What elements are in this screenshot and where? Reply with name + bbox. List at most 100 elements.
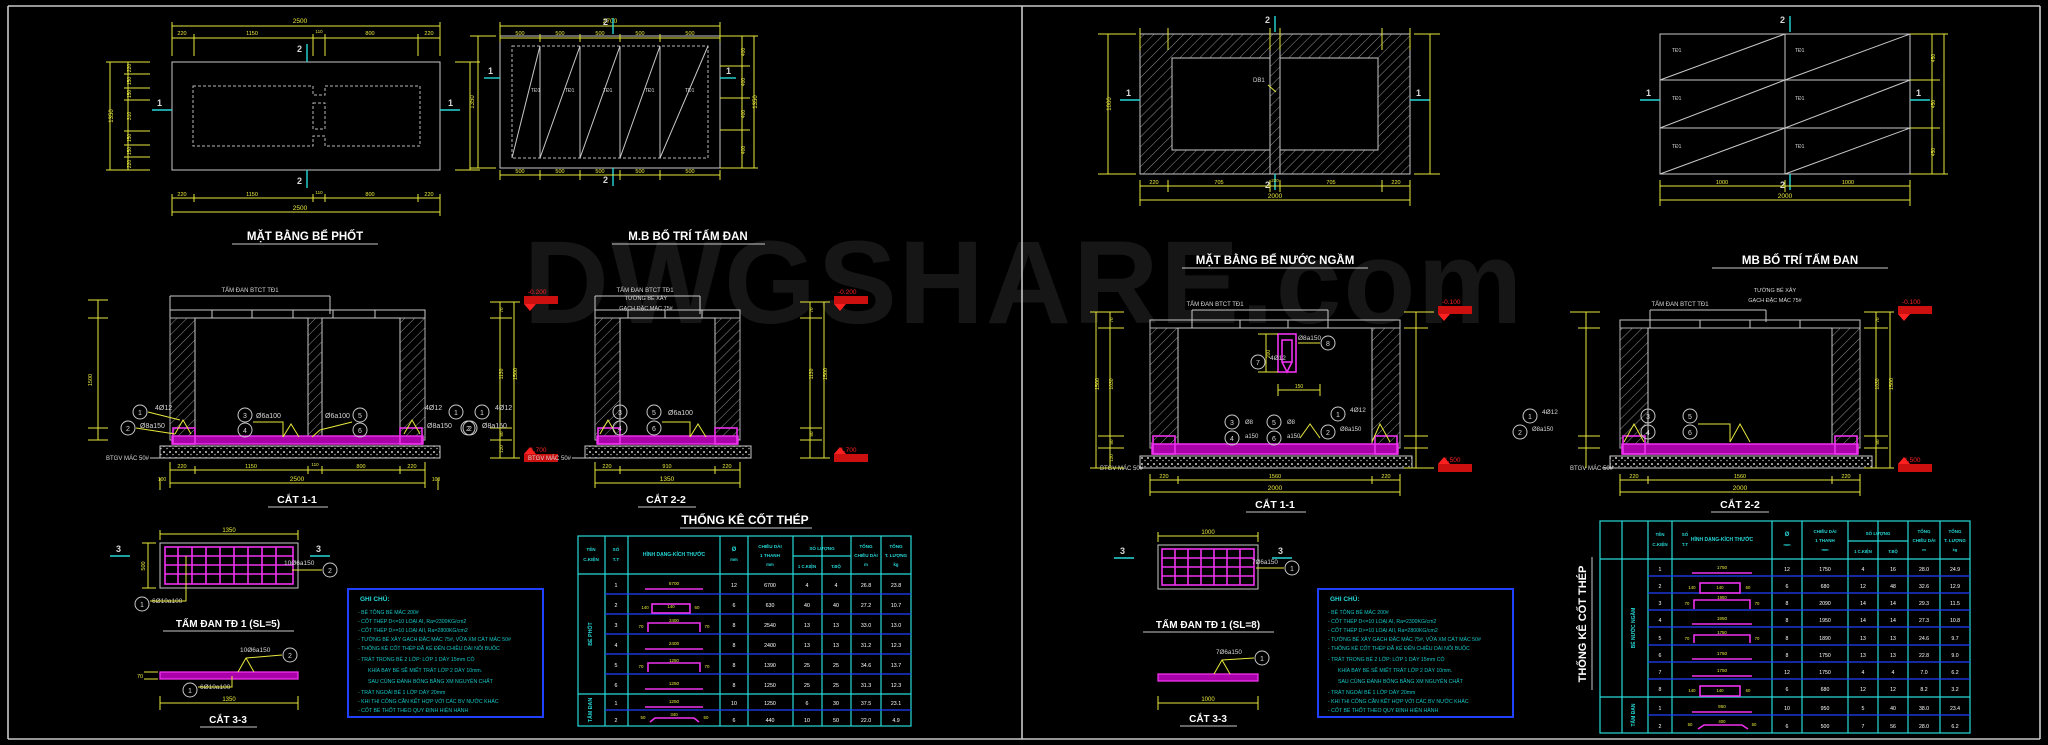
rebar-callout-group-mid[interactable]: 3 4 Ø6a100 [237, 407, 300, 438]
rebar-callouts-bottom-right-sec11[interactable]: 3 4 Ø8 a150 5 6 Ø8 a150 [1224, 414, 1321, 446]
slab-callout-1[interactable]: 1 6Ø10a100 [134, 556, 187, 612]
cell: 31.3 [861, 683, 871, 689]
cell: 2400 [764, 643, 776, 649]
shape-dim: 1250 [669, 681, 680, 686]
shape-dim: 340 [670, 712, 678, 717]
sec33-callout-2[interactable]: 2 10Ø6a150 [237, 647, 298, 673]
callout-text: 4Ø12 [425, 405, 442, 412]
section-marker-2-top[interactable]: 2 [1780, 15, 1791, 32]
section-marker-1-right[interactable]: 1 [720, 66, 736, 79]
rebar-callout-group-left[interactable]: 1 4Ø12 2 Ø8a150 [120, 404, 192, 436]
cell: 5 [615, 663, 618, 669]
dim: 80 [1109, 439, 1114, 445]
dim: 150 [127, 147, 133, 156]
view-title-slab-layout-right: MB BỐ TRÍ TẤM ĐAN [1742, 253, 1858, 267]
section-marker-3-right[interactable]: 3 [310, 544, 330, 557]
cell: 2 [1659, 724, 1662, 730]
rebar-table-right[interactable]: THỐNG KÊ CỐT THÉP TÊN C.KIỆN S [1575, 520, 1971, 734]
section-marker-1-right[interactable]: 1 [1910, 88, 1930, 101]
view-section-2-2-left[interactable]: TẤM ĐAN BTCT TĐ1 TƯỜNG BỂ XÂY GẠCH ĐẶC M… [462, 287, 868, 508]
section-marker-2-bottom[interactable]: 2 [1780, 174, 1791, 190]
section-marker-1-left[interactable]: 1 [1640, 88, 1660, 101]
note-item: KHÍA BAY BỂ SẼ MIẾT TRÁT LỚP 2 DÀY 10mm. [1338, 667, 1452, 674]
section-marker-3-left[interactable]: 3 [110, 544, 130, 557]
th-totlen3: m [864, 562, 868, 567]
note-item: - CỐT THÉP D<=10 LOẠI AI, Ra=2300KG/cm2 [1328, 618, 1436, 625]
section-marker-2-top[interactable]: 2 [1265, 15, 1276, 32]
section-marker-1-right[interactable]: 1 [1410, 88, 1430, 101]
dim-total: 1500 [823, 368, 829, 380]
view-plan-septic[interactable]: 2500 220 1150 110 800 220 1350 220 150 1… [106, 18, 480, 245]
th-qty1: 1 C.KIỆN [1854, 549, 1872, 554]
view-section-1-1-right[interactable]: TẤM ĐAN BTCT TĐ1 [1090, 299, 1472, 513]
section-marker-2-top[interactable]: 2 [297, 44, 308, 62]
callout-tag: 1 [188, 688, 192, 695]
dim: 800 [356, 464, 365, 470]
section-marker-2-bottom[interactable]: 2 [603, 168, 614, 186]
th-no: SỐ [1682, 531, 1689, 537]
view-section-3-3-right[interactable]: 1000 1 7Ø6a150 CẮT 3-3 [1157, 649, 1270, 727]
dim: 220 [1149, 180, 1158, 186]
rebar-callout-group-left[interactable]: 1 4Ø12 2 Ø8a150 [462, 404, 617, 436]
notes-box-left[interactable]: GHI CHÚ: - BÊ TÔNG BỂ MÁC 200# - CỐT THÉ… [347, 588, 544, 718]
view-title-section-3-3-right: CẮT 3-3 [1189, 712, 1227, 725]
cell: 8 [1786, 618, 1789, 624]
view-plan-slab-layout[interactable]: TĐ1 TĐ1 TĐ1 TĐ1 TĐ1 2700 500 500 500 500… [470, 17, 765, 245]
cell: 13 [1890, 636, 1896, 642]
cell: 24.9 [1950, 567, 1960, 573]
section-marker-2-bottom[interactable]: 2 [297, 170, 308, 188]
cell: 40 [804, 603, 810, 609]
notes-box-right[interactable]: GHI CHÚ: - BÊ TÔNG BỂ MÁC 200# - CỐT THÉ… [1317, 588, 1514, 718]
dim: 110 [311, 462, 319, 467]
view-section-2-2-right[interactable]: TẤM ĐAN BTCT TĐ1 TƯỜNG BỂ XÂY GẠCH ĐẶC M… [1512, 287, 1932, 513]
view-slab-td1-right[interactable]: 1000 3 3 1 7Ø6a150 TẤM ĐAN TĐ 1 (SL=8) [1114, 530, 1300, 633]
dim: 110 [315, 190, 323, 195]
cell: 5 [1659, 636, 1662, 642]
shape-dim: 50 [641, 715, 646, 720]
rebar-callout-7[interactable]: 7 4Ø12 [1250, 354, 1286, 370]
rebar-callouts-mid-sec22-right[interactable]: 3 4 5 6 [1640, 408, 1751, 443]
cell: 6.2 [1951, 724, 1958, 730]
note-item: SAU CÙNG ĐÁNH BÓNG BẰNG XM NGUYÊN CHẤT [368, 677, 494, 685]
section-marker-1-left[interactable]: 1 [1120, 88, 1140, 101]
view-plan-water-tank[interactable]: DB1 1 1 2 2 [1098, 15, 1440, 269]
cell: 8.2 [1920, 687, 1927, 693]
section-marker-3-left[interactable]: 3 [1114, 546, 1134, 559]
section-marker-2-bottom[interactable]: 2 [1265, 174, 1276, 190]
callout-text: 4Ø12 [155, 405, 172, 412]
view-title-slab-td1-right: TẤM ĐAN TĐ 1 (SL=8) [1156, 618, 1260, 631]
rebar-callouts-left-sec22-right[interactable]: 1 4Ø12 2 Ø8a150 [1512, 408, 1645, 443]
sec33-callout-1[interactable]: 1 6Ø10a100 [182, 676, 233, 698]
view-section-3-3-left[interactable]: 70 1350 2 10Ø6a150 1 6Ø10a100 CẮT 3-3 [137, 647, 299, 728]
rebar-callouts-right-sec11[interactable]: 1 4Ø12 2 Ø8a150 [1320, 406, 1391, 443]
section-marker-1-left[interactable]: 1 [484, 66, 500, 79]
dim: 220 [177, 31, 186, 37]
slab-callout-1-right[interactable]: 1 7Ø6a150 [1252, 559, 1300, 576]
section-mark-label: 1 [726, 66, 731, 76]
section-marker-2-top[interactable]: 2 [603, 17, 614, 34]
cell: 29.3 [1919, 601, 1929, 607]
level-value: -0.200 [838, 289, 857, 296]
sec33-callout-right[interactable]: 1 7Ø6a150 [1213, 649, 1270, 675]
section-marker-1-right[interactable]: 1 [440, 98, 460, 111]
dim: 70 [499, 307, 504, 313]
dim: 705 [1214, 180, 1223, 186]
view-section-1-1-left[interactable]: TẤM ĐAN BTCT TĐ1 [88, 287, 558, 508]
callout-tag: 2 [126, 426, 130, 433]
db1-label: DB1 [1253, 78, 1265, 84]
rebar-table-left[interactable]: THỐNG KÊ CỐT THÉP TÊN C.KIỆN [577, 512, 912, 727]
view-slab-td1-left[interactable]: 1350 500 3 3 1 6Ø10a100 2 10Ø6a150 [110, 528, 338, 632]
cell: 1 [615, 701, 618, 707]
view-plan-slab-layout-right[interactable]: TĐ1 TĐ1 TĐ1 TĐ1 TĐ1 TĐ1 1 1 2 2 [1640, 15, 1948, 269]
rebar-callout-group-mid2[interactable]: 5 6 Ø6a100 [311, 407, 368, 438]
section-marker-3-right[interactable]: 3 [1272, 546, 1292, 559]
cell: 8 [733, 623, 736, 629]
level-marker-bottom: -1.500 [1438, 457, 1472, 472]
slab-callout-2[interactable]: 2 10Ø6a150 [284, 560, 338, 578]
callout-text: Ø6a100 [325, 413, 350, 420]
section-marker-1-left[interactable]: 1 [152, 98, 172, 111]
cell: 38.0 [1919, 706, 1929, 712]
rebar-callout-8[interactable]: 8 Ø8a150 [1298, 335, 1336, 351]
rebar-callout-group-mid[interactable]: 3 4 5 6 Ø6a100 [612, 404, 707, 438]
